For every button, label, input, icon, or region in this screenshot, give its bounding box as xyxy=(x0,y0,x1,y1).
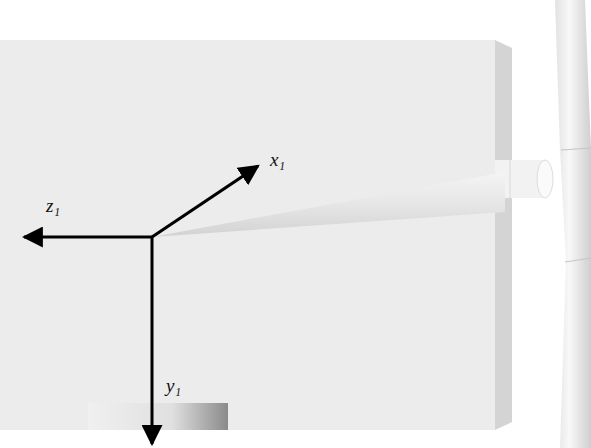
axis-label: z₁ xyxy=(46,196,60,215)
tower-joint xyxy=(565,258,591,262)
plate xyxy=(0,40,495,430)
tower xyxy=(555,0,591,448)
z-axis xyxy=(24,236,152,239)
axis-label: y₁ xyxy=(166,376,181,395)
y-axis xyxy=(151,237,154,444)
base-block xyxy=(88,403,228,430)
hub-ring xyxy=(510,160,511,198)
tower-joint xyxy=(561,148,591,150)
blade xyxy=(152,172,505,237)
axis-label: x₁ xyxy=(270,150,285,169)
hub-end xyxy=(537,160,553,198)
x-axis xyxy=(152,166,258,237)
plate-edge xyxy=(495,40,512,430)
